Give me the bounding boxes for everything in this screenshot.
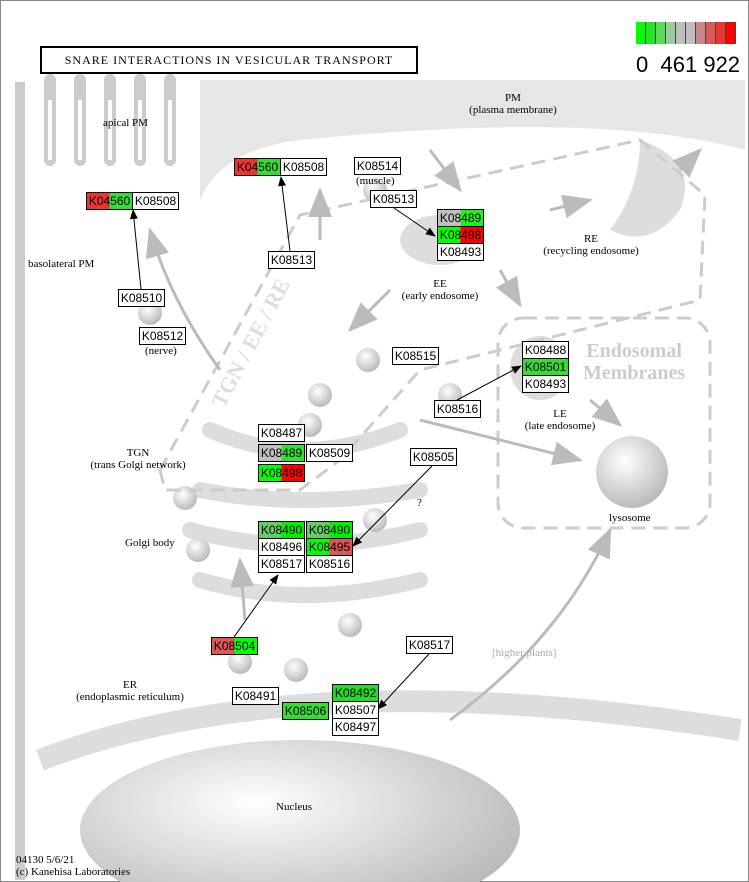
gene-box-k08498[interactable]: K08498 <box>258 464 305 482</box>
gene-box-k08490[interactable]: K08490 <box>306 521 353 539</box>
gene-box-k08514[interactable]: K08514 <box>354 157 401 175</box>
gene-box-k08488[interactable]: K08488 <box>522 341 569 359</box>
legend-color-cell <box>716 22 726 44</box>
gene-box-k08497[interactable]: K08497 <box>332 718 379 736</box>
label-muscle: (muscle) <box>356 175 395 187</box>
gene-box-k04560[interactable]: K04560 <box>234 158 281 176</box>
label-apical-pm: apical PM <box>103 117 148 129</box>
label-er: ER(endoplasmic reticulum) <box>76 679 184 703</box>
map-title: SNARE INTERACTIONS IN VESICULAR TRANSPOR… <box>40 46 418 74</box>
legend-mid: 461 <box>660 52 698 77</box>
legend-color-cell <box>686 22 696 44</box>
gene-box-k08508[interactable]: K08508 <box>132 192 179 210</box>
label-lysosome: lysosome <box>609 512 651 524</box>
gene-box-k08489[interactable]: K08489 <box>437 209 484 227</box>
gene-box-k08489[interactable]: K08489 <box>258 444 305 462</box>
gene-box-k08507[interactable]: K08507 <box>332 701 379 719</box>
gene-box-k08496[interactable]: K08496 <box>258 538 305 556</box>
label-tgn: TGN(trans Golgi network) <box>90 447 186 471</box>
copyright: (c) Kanehisa Laboratories <box>16 866 131 878</box>
legend-min: 0 <box>636 52 649 77</box>
legend-color-cell <box>676 22 686 44</box>
gene-box-k08501[interactable]: K08501 <box>522 358 569 376</box>
gene-box-k08492[interactable]: K08492 <box>332 684 379 702</box>
label-re: RE(recycling endosome) <box>543 233 639 257</box>
gene-box-k08491[interactable]: K08491 <box>232 687 279 705</box>
legend-max: 922 <box>703 52 741 77</box>
legend-color-cell <box>706 22 716 44</box>
gene-box-k08510[interactable]: K08510 <box>118 289 165 307</box>
gene-box-k08490[interactable]: K08490 <box>258 521 305 539</box>
gene-box-k08512[interactable]: K08512 <box>139 327 186 345</box>
legend-color-cell <box>656 22 666 44</box>
gene-box-k08508[interactable]: K08508 <box>280 158 327 176</box>
color-legend <box>636 22 736 49</box>
gene-box-k08516[interactable]: K08516 <box>434 400 481 418</box>
legend-color-cell <box>696 22 706 44</box>
legend-color-cell <box>636 22 646 44</box>
label-question: ? <box>417 497 422 509</box>
legend-color-cell <box>726 22 736 44</box>
label-nerve: (nerve) <box>145 345 177 357</box>
label-golgi: Golgi body <box>125 537 175 549</box>
gene-box-k08513[interactable]: K08513 <box>268 251 315 269</box>
gene-box-k04560[interactable]: K04560 <box>86 192 133 210</box>
gene-box-k08493[interactable]: K08493 <box>437 243 484 261</box>
gene-box-k08498[interactable]: K08498 <box>437 226 484 244</box>
label-nucleus: Nucleus <box>276 801 313 813</box>
gene-box-k08517[interactable]: K08517 <box>406 636 453 654</box>
legend-scale: 0 461 922 <box>636 52 740 78</box>
gene-box-k08509[interactable]: K08509 <box>306 444 353 462</box>
gene-box-k08493[interactable]: K08493 <box>522 375 569 393</box>
label-le: LE(late endosome) <box>524 408 596 432</box>
legend-color-cell <box>646 22 656 44</box>
legend-color-cell <box>666 22 676 44</box>
label-higher-plants: [higher plants] <box>492 647 557 659</box>
gene-box-k08517[interactable]: K08517 <box>258 555 305 573</box>
gene-box-k08487[interactable]: K08487 <box>258 424 305 442</box>
gene-box-k08506[interactable]: K08506 <box>282 702 329 720</box>
gene-box-k08513[interactable]: K08513 <box>370 190 417 208</box>
map-id: 04130 5/6/21 <box>16 854 75 866</box>
label-pm: PM(plasma membrane) <box>469 92 557 116</box>
gene-box-k08495[interactable]: K08495 <box>306 538 353 556</box>
label-ee: EE(early endosome) <box>401 278 479 302</box>
gene-box-k08516[interactable]: K08516 <box>306 555 353 573</box>
gene-box-k08505[interactable]: K08505 <box>410 448 457 466</box>
gene-box-k08515[interactable]: K08515 <box>392 347 439 365</box>
label-basolateral-pm: basolateral PM <box>28 258 95 270</box>
gene-box-k08504[interactable]: K08504 <box>211 637 258 655</box>
